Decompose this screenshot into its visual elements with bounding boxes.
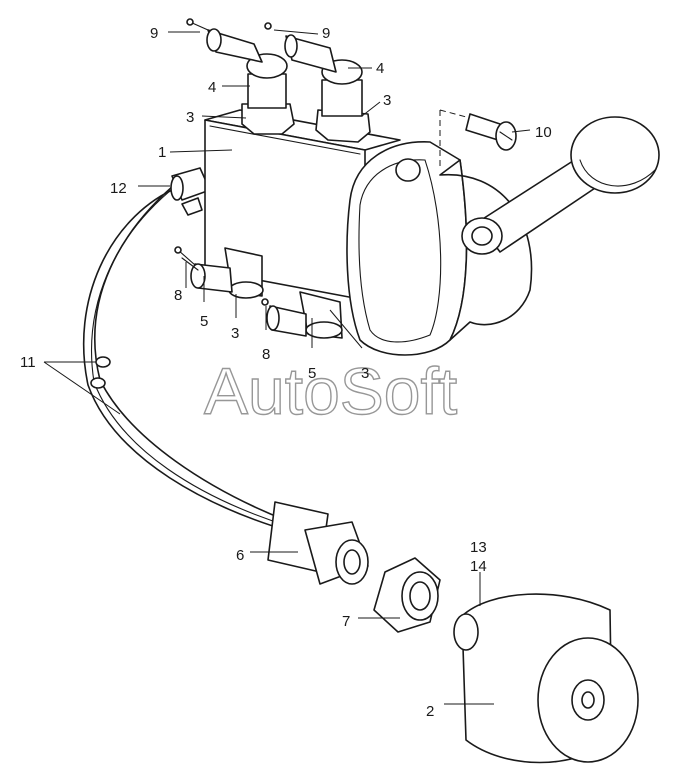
label-3-lower-right: 3: [361, 365, 369, 382]
nut: [373, 557, 441, 633]
label-9-right: 9: [322, 25, 330, 42]
hose-fitting: [170, 167, 211, 216]
handle-lever: [461, 116, 660, 255]
label-6: 6: [236, 547, 244, 564]
label-4-left: 4: [208, 79, 216, 96]
label-2: 2: [426, 703, 434, 720]
callout-labels: 1 2 3 3 3 3 4 4 5 5 6 7 8 8 9 9 10 11 12…: [20, 25, 552, 720]
label-3-upper-right: 3: [383, 92, 391, 109]
label-8-left: 8: [174, 287, 182, 304]
label-5-right: 5: [308, 365, 316, 382]
upper-fitting-left: [186, 18, 295, 135]
label-3-upper-left: 3: [186, 109, 194, 126]
label-1: 1: [158, 144, 166, 161]
cylinder: [453, 593, 639, 764]
label-7: 7: [342, 613, 350, 630]
upper-fitting-right: [264, 22, 371, 143]
label-3-lower-left: 3: [231, 325, 239, 342]
label-8-right: 8: [262, 346, 270, 363]
lower-fitting-left: [174, 246, 264, 299]
label-4-right: 4: [376, 60, 384, 77]
leader-lines: [43, 29, 531, 705]
label-12: 12: [110, 180, 127, 197]
label-11: 11: [20, 354, 36, 371]
coupling: [267, 501, 369, 585]
watermark: AutoSoft: [204, 354, 457, 428]
label-13: 13: [470, 539, 487, 556]
label-10: 10: [535, 124, 552, 141]
lower-fitting-right: [261, 291, 343, 339]
label-5-left: 5: [200, 313, 208, 330]
screw: [439, 109, 517, 170]
label-14: 14: [470, 558, 487, 575]
label-9-left: 9: [150, 25, 158, 42]
